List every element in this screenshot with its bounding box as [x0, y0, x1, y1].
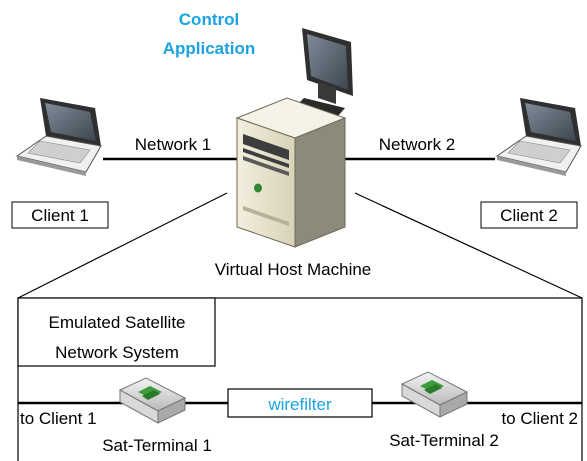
sat-terminal-icon [400, 371, 469, 418]
wirefilter-label: wirefilter [267, 395, 332, 414]
zoom-line-right [354, 192, 583, 299]
laptop-icon [495, 98, 582, 176]
sat-terminal-icon [118, 377, 187, 424]
zoom-line-left [17, 192, 228, 299]
control-app-line1: Control [179, 10, 239, 29]
client1-label: Client 1 [31, 206, 89, 225]
to-client2-label: to Client 2 [501, 409, 578, 428]
client2-box [480, 201, 578, 229]
control-app-line2: Application [163, 39, 256, 58]
sat-terminal1-label: Sat-Terminal 1 [102, 436, 212, 455]
network1-label: Network 1 [135, 135, 212, 154]
network2-label: Network 2 [379, 135, 456, 154]
host-label: Virtual Host Machine [215, 260, 372, 279]
sat-terminal2-label: Sat-Terminal 2 [389, 431, 499, 450]
emulated-system-line1: Emulated Satellite [48, 313, 185, 332]
emulated-system-line2: Network System [55, 343, 179, 362]
client1-box [11, 201, 109, 229]
wirefilter-box [227, 388, 373, 418]
monitor-icon [296, 28, 353, 116]
server-tower-icon [235, 97, 347, 248]
to-client1-label: to Client 1 [20, 409, 97, 428]
client2-label: Client 2 [500, 206, 558, 225]
laptop-icon [15, 98, 102, 176]
emulated-system-frame [17, 297, 583, 461]
emulated-system-label-box [17, 297, 216, 367]
